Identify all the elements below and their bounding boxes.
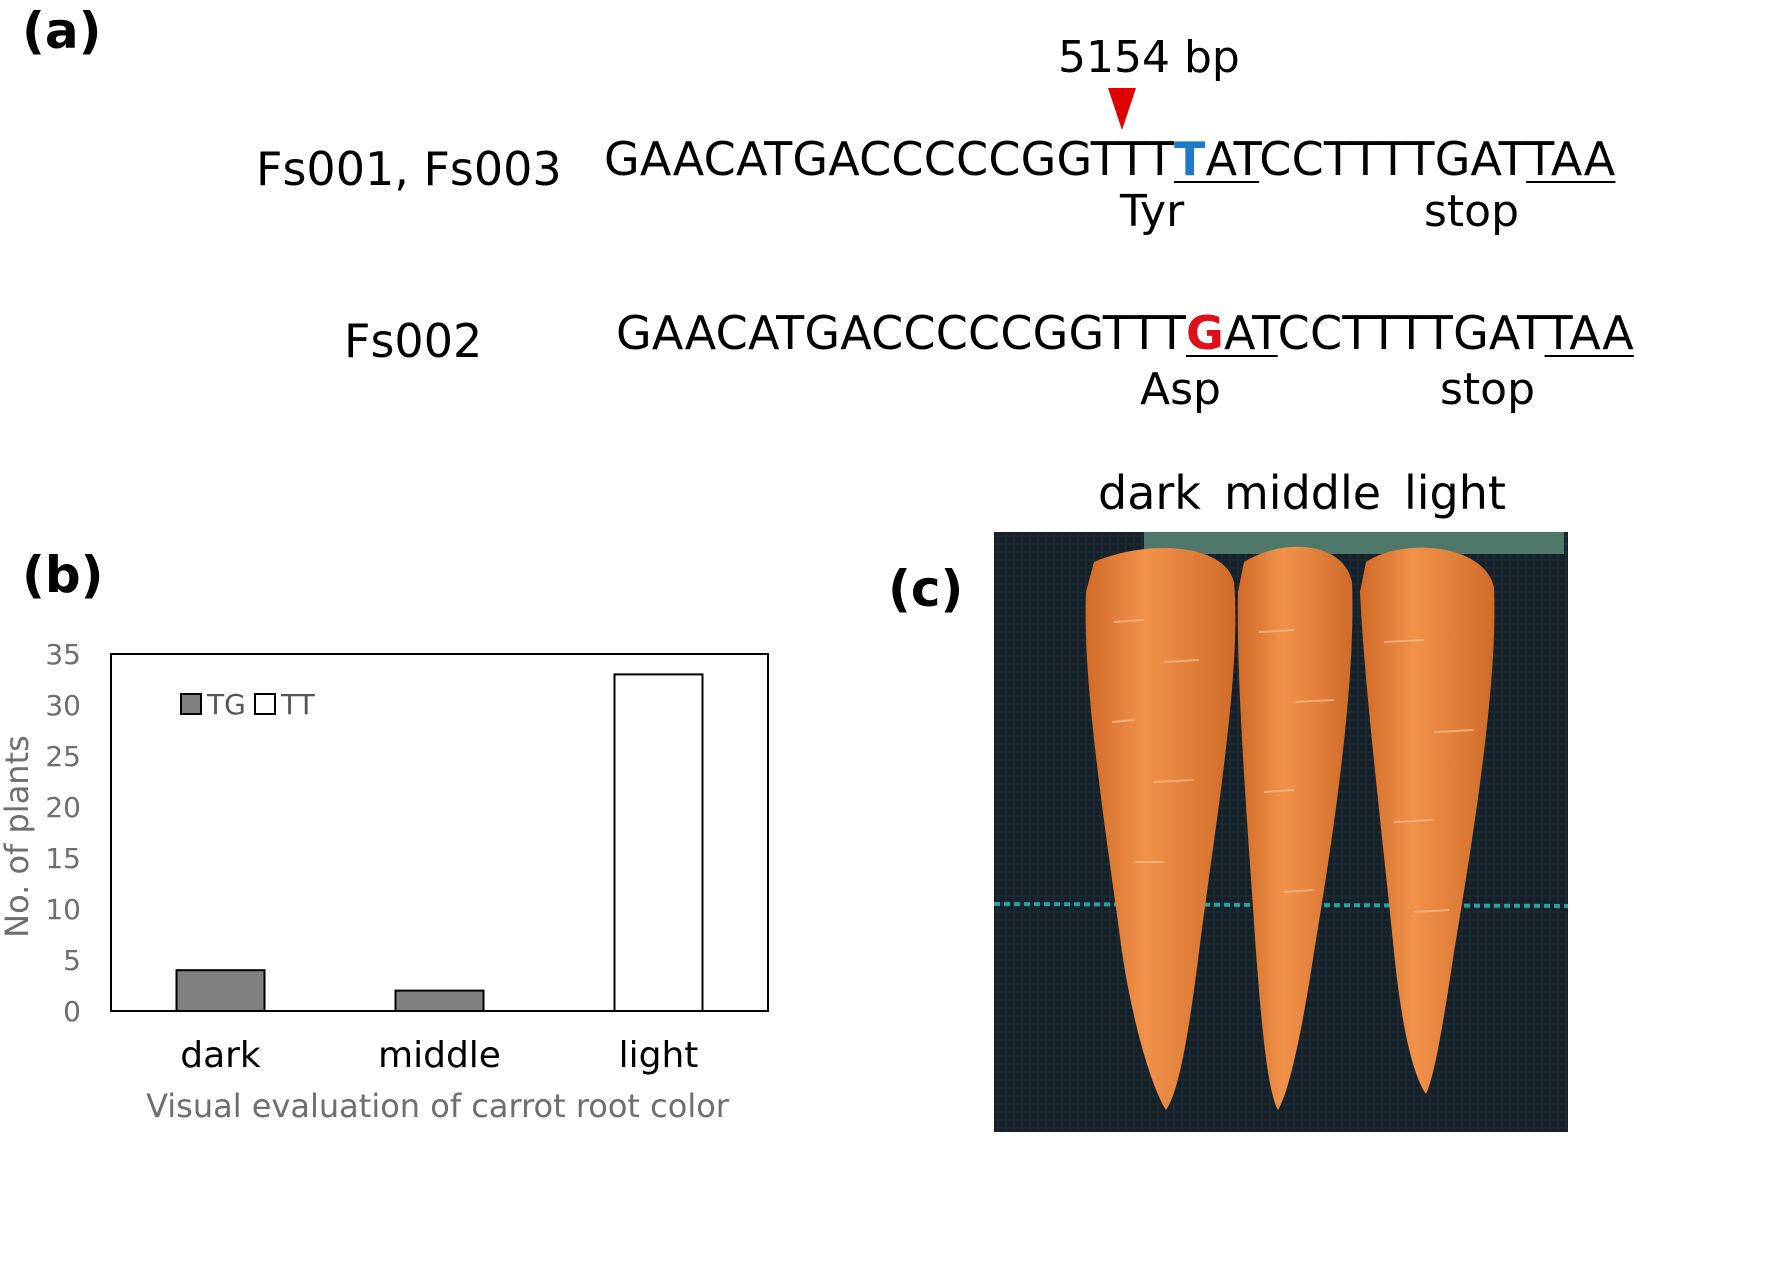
y-tick-label: 15 <box>45 842 81 875</box>
sequence-row-2: GAACATGACCCCCGGTTTGATCCTTTTGATTAA <box>616 306 1634 360</box>
x-tick-label-dark: dark <box>180 1035 261 1076</box>
photo-label-dark: dark <box>1098 466 1201 520</box>
mutation-marker-icon <box>1108 88 1136 130</box>
mat-band <box>1144 532 1564 554</box>
legend-label-tg: TG <box>206 688 246 721</box>
amino-acid-tyr: Tyr <box>1120 186 1185 237</box>
photo-label-light: light <box>1404 466 1506 520</box>
sequence-middle: CCTTTTGAT <box>1277 306 1545 360</box>
sample-label-fs001-fs003: Fs001, Fs003 <box>256 142 562 196</box>
stop-codon: TAA <box>1526 132 1616 186</box>
stop-codon: TAA <box>1544 306 1634 360</box>
y-tick-label: 10 <box>45 893 81 926</box>
y-tick-label: 25 <box>45 740 81 773</box>
position-label: 5154 bp <box>1058 32 1240 83</box>
legend-label-tt: TT <box>280 688 316 721</box>
sequence-prefix: GAACATGACCCCCGGTTT <box>616 306 1186 360</box>
sample-label-fs002: Fs002 <box>344 314 483 368</box>
bar-tg-middle <box>394 989 485 1013</box>
stop-label-row-2: stop <box>1440 364 1536 415</box>
legend-swatch-tg <box>180 693 202 715</box>
panel-c-label: (c) <box>888 560 964 618</box>
x-tick-label-middle: middle <box>378 1035 501 1076</box>
amino-acid-asp: Asp <box>1140 364 1221 415</box>
y-tick-label: 0 <box>63 995 81 1028</box>
sequence-row-1: GAACATGACCCCCGGTTTTATCCTTTTGATTAA <box>604 132 1615 186</box>
y-tick-label: 5 <box>63 944 81 977</box>
x-tick-label-light: light <box>619 1035 699 1076</box>
bar-tg-dark <box>175 969 266 1013</box>
carrot-dark <box>1085 548 1236 1110</box>
bar-tt-light <box>613 673 704 1013</box>
panel-b-label: (b) <box>22 546 104 604</box>
carrot-texture <box>1111 619 1475 913</box>
photo-label-middle: middle <box>1224 466 1382 520</box>
y-tick-label: 35 <box>45 638 81 671</box>
sequence-prefix: GAACATGACCCCCGGTTT <box>604 132 1174 186</box>
codon-rest: AT <box>1223 306 1278 360</box>
mutation-base-g: G <box>1186 306 1224 360</box>
legend-swatch-tt <box>254 693 276 715</box>
carrot-middle <box>1237 546 1353 1110</box>
y-axis-title: No. of plants <box>0 735 36 938</box>
sequence-middle: CCTTTTGAT <box>1259 132 1527 186</box>
y-tick-label: 20 <box>45 791 81 824</box>
mutation-base-t: T <box>1174 132 1206 186</box>
stop-label-row-1: stop <box>1424 186 1520 237</box>
carrot-photo <box>994 532 1568 1132</box>
mat-stripe <box>994 902 1568 908</box>
codon-rest: AT <box>1205 132 1260 186</box>
x-axis-title: Visual evaluation of carrot root color <box>146 1087 730 1125</box>
panel-a-label: (a) <box>22 2 102 60</box>
y-tick-label: 30 <box>45 689 81 722</box>
